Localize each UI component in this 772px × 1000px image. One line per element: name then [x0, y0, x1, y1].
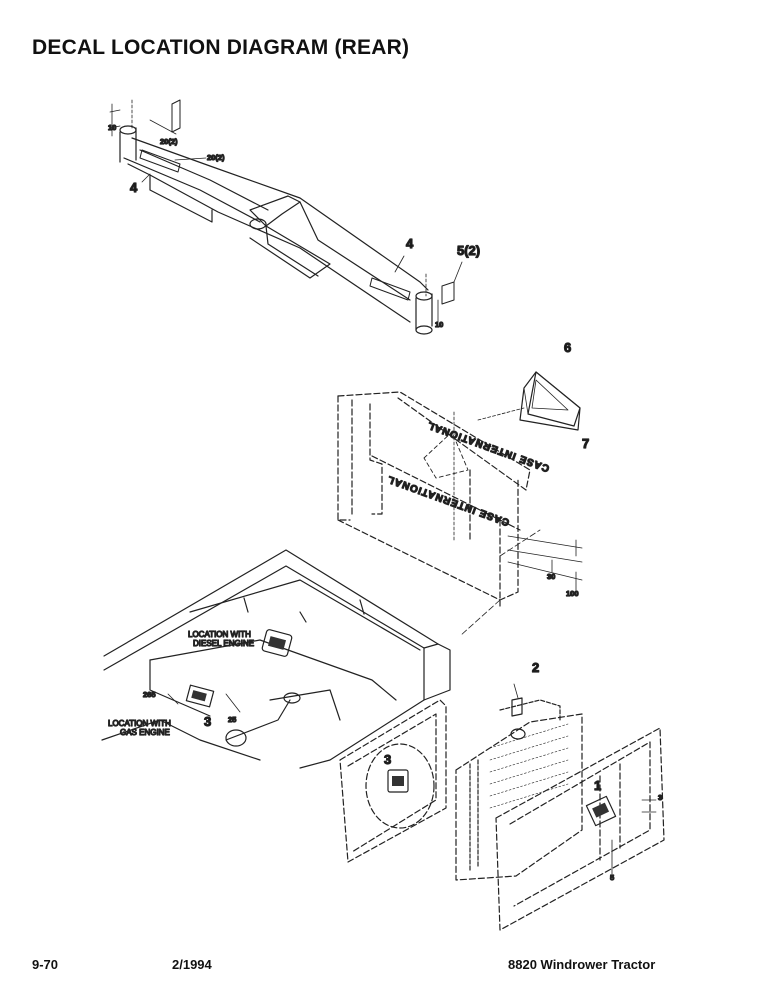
- callout-4-left: 4: [130, 180, 138, 195]
- callout-4-right: 4: [406, 236, 414, 251]
- decal-1: [585, 795, 617, 827]
- decal-4-right: [369, 277, 411, 301]
- page-title: DECAL LOCATION DIAGRAM (REAR): [32, 36, 410, 59]
- callout-7: 7: [582, 436, 589, 451]
- note-diesel-line1: LOCATION WITH: [188, 630, 251, 639]
- model-name: 8820 Windrower Tractor: [508, 957, 656, 972]
- note-gas-line1: LOCATION WITH: [108, 719, 171, 728]
- fan-shroud: [339, 699, 447, 863]
- page-number: 9-70: [32, 957, 59, 972]
- decal-4-left: [139, 149, 181, 173]
- rear-axle-beam: [109, 99, 463, 335]
- callout-5: 5(2): [457, 243, 480, 258]
- callout-1: 1: [594, 778, 601, 793]
- dim-5: 5: [610, 873, 614, 882]
- chassis-frame: [101, 549, 451, 769]
- dim-25: 25: [228, 715, 236, 724]
- publication-date: 2/1994: [172, 957, 212, 972]
- callout-2: 2: [532, 660, 539, 675]
- grille-frame: [495, 727, 665, 931]
- decal-2: [511, 697, 523, 717]
- note-gas-line2: GAS ENGINE: [120, 728, 170, 737]
- decal-6-triangle: [519, 371, 581, 431]
- decal-3-shroud: [387, 769, 409, 793]
- radiator: [455, 699, 583, 881]
- dim-3: 3: [658, 793, 662, 802]
- dim-10-right: 10: [435, 320, 443, 329]
- callout-6: 6: [564, 340, 571, 355]
- dim-100: 100: [566, 589, 579, 598]
- panel-dimensions: [507, 535, 583, 591]
- callout-3-gas: 3: [204, 714, 211, 729]
- dim-20-lower: 20(2): [207, 153, 225, 162]
- note-diesel-line2: DIESEL ENGINE: [193, 639, 254, 648]
- dim-30: 30: [547, 572, 555, 581]
- callout-3-shroud: 3: [384, 752, 391, 767]
- decal-6-location: [423, 431, 469, 479]
- decal-7-lower: CASE INTERNATIONAL: [386, 473, 511, 528]
- dim-265: 265: [143, 690, 156, 699]
- dim-20-upper: 20(2): [160, 137, 178, 146]
- decal-7-upper: CASE INTERNATIONAL: [426, 419, 551, 474]
- dim-10-left: 10: [108, 123, 116, 132]
